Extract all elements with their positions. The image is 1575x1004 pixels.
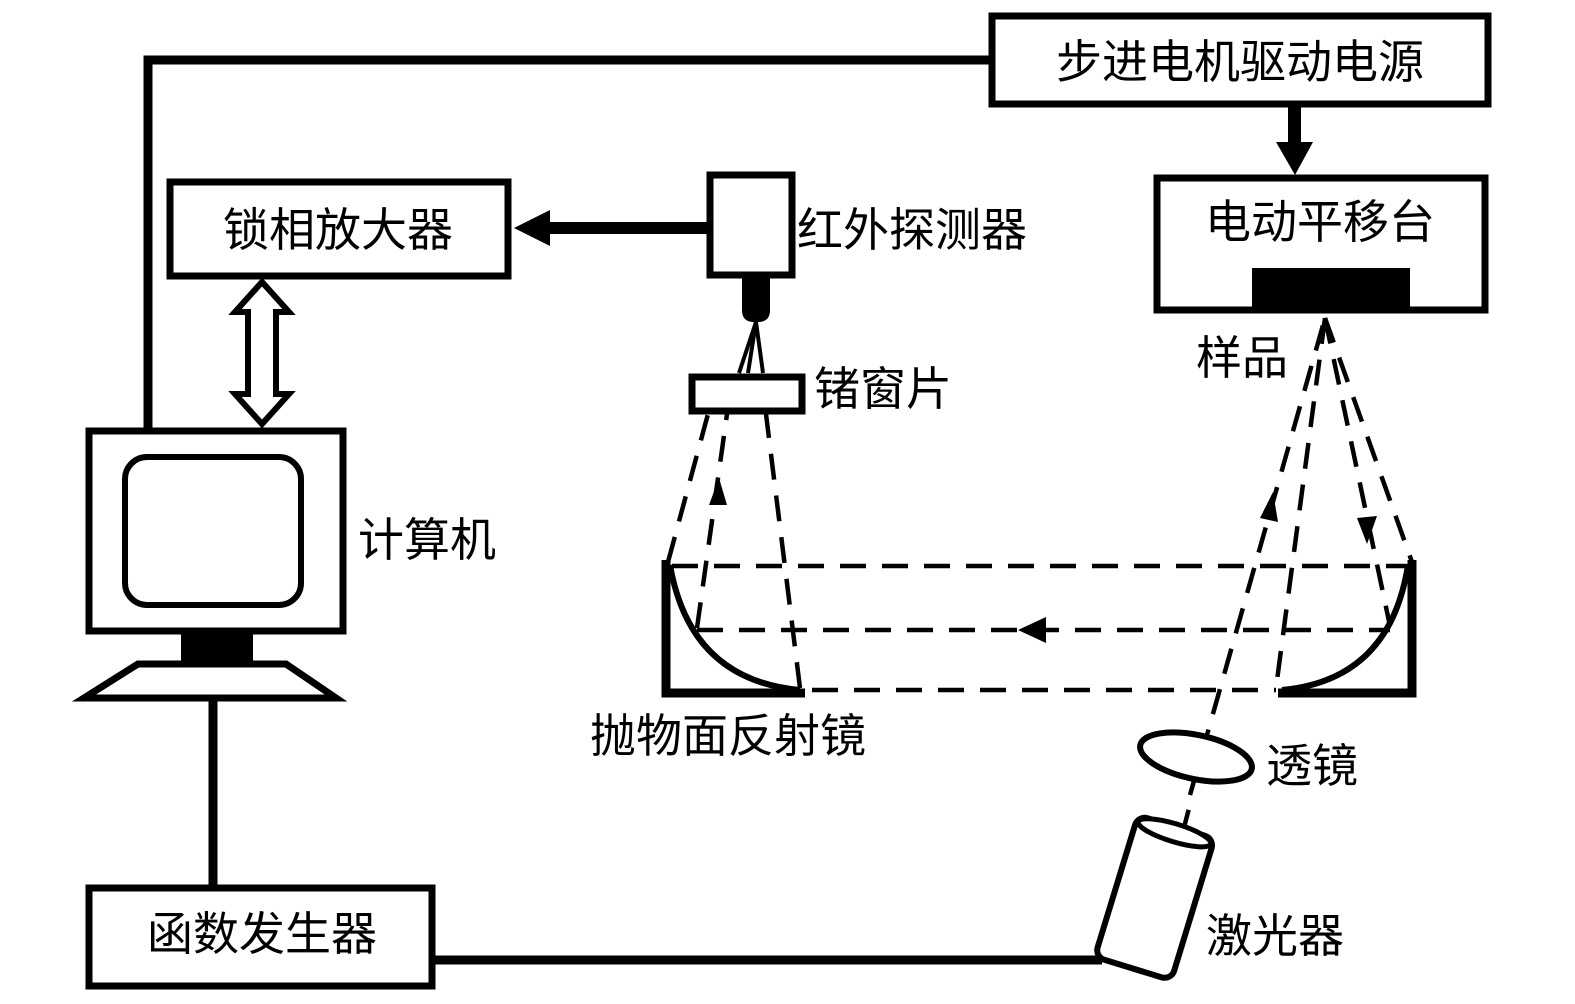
lens [1137, 729, 1255, 785]
arrow-stepper-to-stage [1276, 104, 1313, 175]
motor-stage-label: 电动平移台 [1205, 195, 1435, 249]
beam-arrow-up-left [709, 478, 727, 505]
lockin-amplifier-label: 锁相放大器 [223, 203, 453, 257]
ir-detector [706, 171, 796, 322]
sample-block [1252, 268, 1410, 310]
lens-label: 透镜 [1266, 739, 1358, 793]
stepper-power-label: 步进电机驱动电源 [1056, 35, 1424, 89]
parabolic-mirror-label: 抛物面反射镜 [590, 709, 866, 763]
germanium-window-label: 锗窗片 [814, 362, 952, 416]
laser [1094, 814, 1216, 981]
wire-computer-to-stepper-power [143, 55, 992, 430]
motor-stage: 电动平移台 [1153, 174, 1489, 314]
function-generator-label: 函数发生器 [147, 907, 377, 961]
beam-arrow-down-right [1357, 516, 1377, 544]
laser-label: 激光器 [1206, 909, 1344, 963]
germanium-window [688, 373, 806, 415]
optical-path [665, 317, 1415, 836]
computer-label: 计算机 [358, 513, 496, 567]
sample-label: 样品 [1196, 331, 1288, 385]
lockin-amplifier: 锁相放大器 [166, 178, 512, 280]
beam-arrow-left [1018, 617, 1046, 643]
stepper-power-supply: 步进电机驱动电源 [988, 12, 1492, 108]
ir-detector-label: 红外探测器 [797, 203, 1027, 257]
focus-lines-to-detector [737, 321, 765, 374]
parabolic-mirror-left [661, 560, 805, 698]
function-generator: 函数发生器 [85, 884, 436, 990]
arrow-lockin-computer-bidirectional [228, 277, 296, 429]
beam-arrow-up-right [1260, 492, 1278, 522]
parabolic-mirror-right [1278, 560, 1417, 698]
arrow-detector-to-lockin [514, 210, 710, 246]
computer [71, 427, 348, 702]
